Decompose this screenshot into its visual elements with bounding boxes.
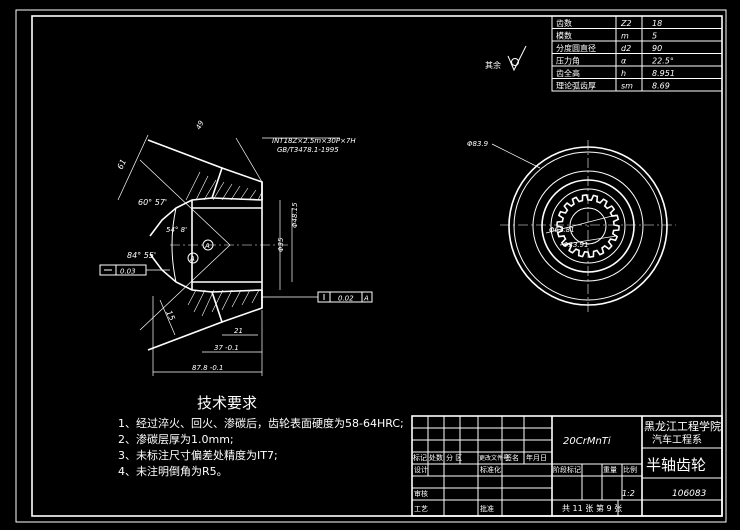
- roughness-label: 其余: [485, 60, 501, 70]
- dia-48: Φ48.15: [291, 202, 299, 228]
- dim-87: 87.8 -0.1: [192, 364, 223, 372]
- param-value: 8.69: [652, 82, 670, 91]
- tech-req-item: 2、渗碳层厚为1.0mm;: [118, 432, 234, 446]
- param-symbol: sm: [621, 82, 633, 91]
- datum-bubble: [202, 239, 214, 251]
- tol-value: 0.02: [338, 295, 354, 303]
- param-name: 模数: [556, 31, 572, 41]
- tb-review: 审核: [414, 489, 428, 498]
- scale: 1:2: [622, 489, 635, 498]
- technical-requirements: 技术要求 1、经过淬火、回火、渗碳后，齿轮表面硬度为58-64HRC; 2、渗碳…: [118, 394, 404, 478]
- tech-req-item: 1、经过淬火、回火、渗碳后，齿轮表面硬度为58-64HRC;: [118, 416, 404, 430]
- sheet-border: [15, 9, 727, 523]
- param-name: 压力角: [556, 56, 580, 66]
- param-symbol: m: [621, 32, 629, 41]
- sheet-number: 第 9 张: [596, 503, 622, 513]
- tb-header: 年月日: [526, 453, 547, 462]
- tb-ratio: 比例: [623, 465, 637, 474]
- dim-49: 49: [195, 119, 206, 131]
- tb-header: 签名: [505, 453, 519, 462]
- roughness-symbol-icon: [507, 45, 527, 72]
- tb-weight: 重量: [603, 466, 617, 474]
- spline-note: INT18Z×2.5m×30P×7H: [272, 137, 356, 145]
- tech-req-title: 技术要求: [197, 394, 257, 412]
- roughness-note: 其余: [485, 45, 527, 72]
- dim-37: 37 -0.1: [214, 344, 239, 352]
- dim-61: 61: [116, 158, 128, 171]
- tolerance-frame-right: 0.02 A: [262, 291, 373, 303]
- tol-datum: A: [363, 295, 369, 303]
- dia-35: Φ35: [277, 237, 285, 252]
- datum-bubble: [187, 252, 199, 264]
- tb-header: 更改文件号: [479, 454, 509, 462]
- param-symbol: h: [621, 69, 626, 78]
- param-value: 22.5°: [652, 57, 674, 66]
- param-name: 分度圆直径: [556, 43, 596, 53]
- tb-header: 处数: [429, 453, 443, 462]
- angle-low: 84° 55': [127, 251, 156, 260]
- dim-21: 21: [234, 327, 243, 335]
- param-symbol: d2: [621, 44, 631, 53]
- end-view: Φ83.9 Φ62.81 Φ33.91: [467, 140, 676, 312]
- datum-label: A: [189, 255, 195, 263]
- angle-top: 60° 57': [138, 198, 167, 207]
- dim-15: 15: [164, 309, 176, 322]
- section-view: 61 15 60° 57' 54° 8' 84° 55' 49 INT18Z×2…: [99, 119, 373, 376]
- title-block: 20CrMnTi 黑龙江工程学院 汽车工程系 半轴齿轮 106083 1:2 共…: [411, 415, 723, 517]
- dia-mid: Φ62.81: [549, 226, 575, 234]
- tech-req-item: 3、未标注尺寸偏差处精度为IT7;: [118, 448, 278, 462]
- tb-standard: 标准化: [480, 465, 501, 474]
- tolerance-frame-left: 0.03: [99, 264, 170, 276]
- param-name: 齿全高: [556, 68, 580, 78]
- tol-value: 0.03: [120, 268, 136, 276]
- gear-parameter-table: 齿数 Z2 18 模数 m 5 分度圆直径 d2 90 压力角 α 22.5° …: [551, 15, 723, 92]
- param-symbol: Z2: [620, 19, 632, 28]
- drawing-number: 106083: [672, 489, 707, 499]
- tech-req-item: 4、未注明倒角为R5。: [118, 464, 228, 478]
- material: 20CrMnTi: [563, 436, 611, 447]
- datum-label: A: [204, 242, 210, 250]
- param-symbol: α: [621, 57, 627, 66]
- spline-standard: GB/T3478.1-1995: [277, 146, 339, 154]
- drawing-frame: [31, 15, 723, 517]
- dia-inner: Φ33.91: [563, 241, 589, 249]
- tb-design: 设计: [414, 465, 428, 474]
- tb-header: 分 区: [446, 453, 462, 462]
- department: 汽车工程系: [652, 433, 702, 446]
- dia-outer: Φ83.9: [467, 140, 489, 148]
- param-name: 齿数: [556, 18, 572, 28]
- param-value: 5: [652, 32, 657, 41]
- angle-mid: 54° 8': [166, 226, 187, 234]
- tb-stage: 阶段标记: [553, 465, 581, 474]
- param-value: 18: [652, 19, 662, 28]
- spline-profile: [556, 194, 620, 258]
- param-value: 8.951: [652, 69, 675, 78]
- part-name: 半轴齿轮: [646, 456, 706, 474]
- tb-process: 工艺: [414, 505, 428, 513]
- param-name: 理论弧齿厚: [556, 81, 596, 91]
- school-name: 黑龙江工程学院: [644, 419, 721, 433]
- tb-header: 标记: [413, 453, 427, 462]
- tb-approve: 批准: [480, 504, 494, 513]
- param-value: 90: [652, 44, 662, 53]
- sheet-count: 共 11 张: [562, 504, 593, 513]
